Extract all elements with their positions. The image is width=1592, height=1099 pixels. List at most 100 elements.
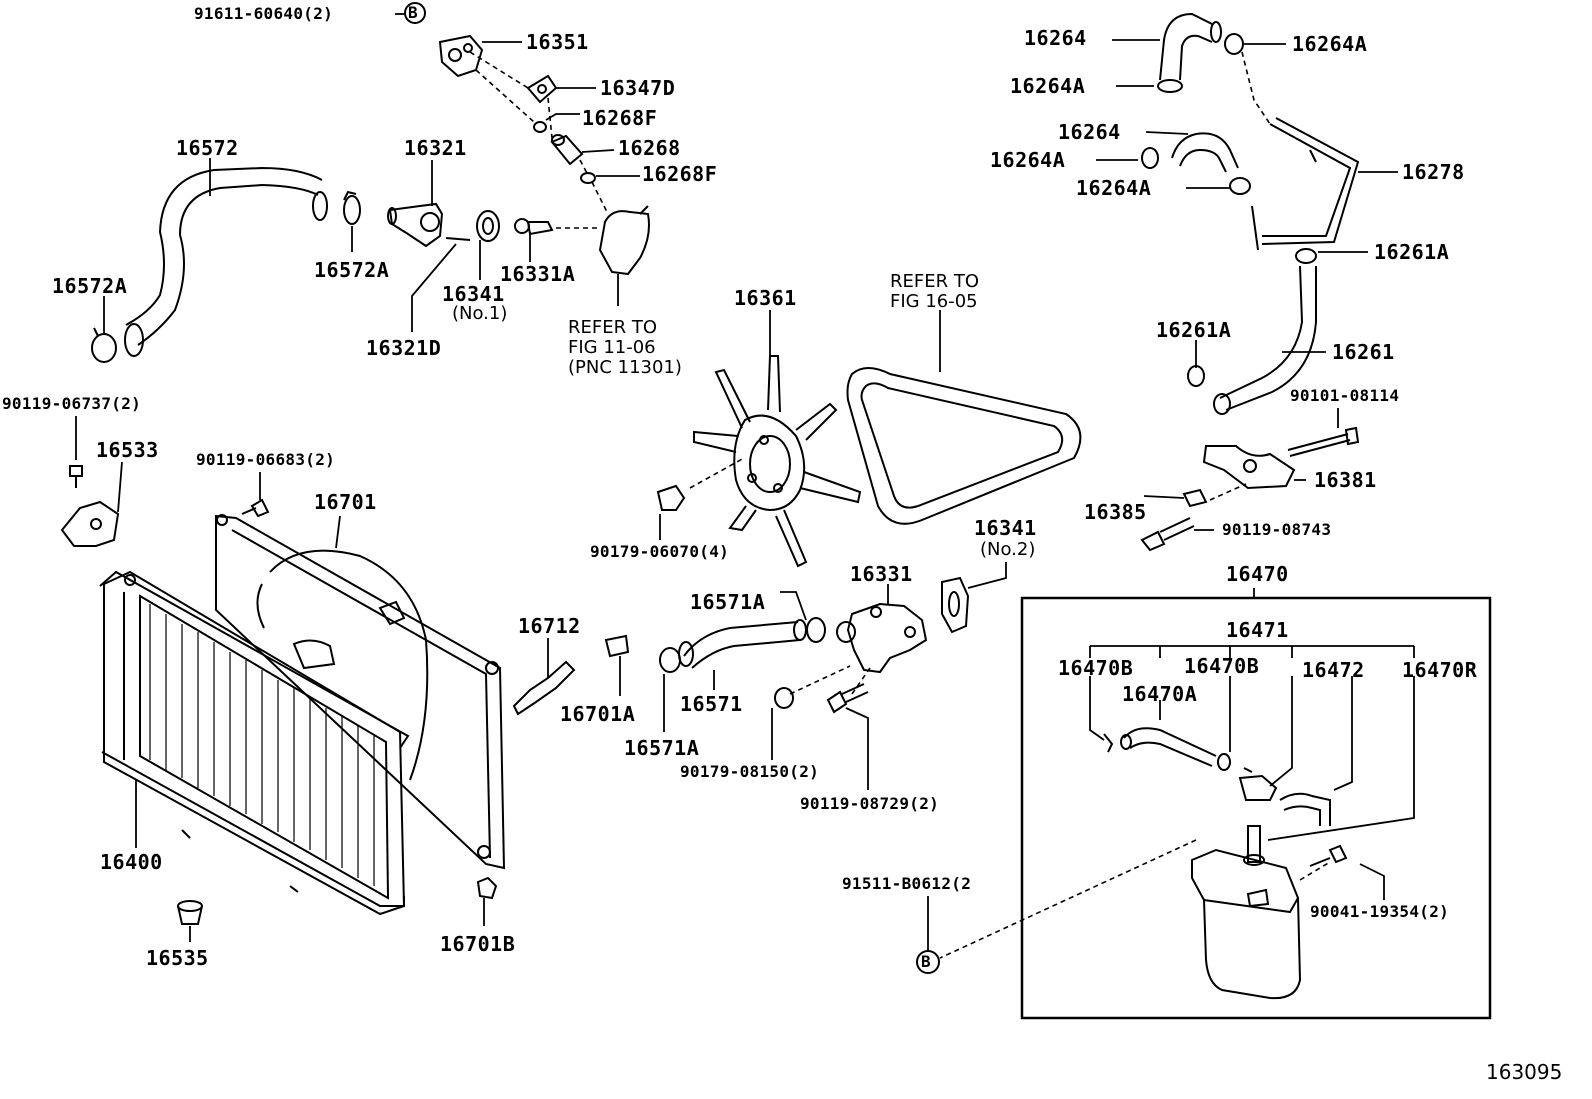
hose-16472 [1279, 792, 1331, 826]
reference-line: FIG 16-05 [890, 291, 978, 313]
label-91611-60640: 91611-60640(2) [194, 4, 334, 23]
clamp-16470B-left [1103, 733, 1114, 753]
reference-note-fig-16-05: REFER TO FIG 16-05 [890, 271, 979, 313]
stud-16385 [1182, 488, 1208, 508]
label-16470B-right: 16470B [1184, 654, 1260, 678]
bracket-16712 [512, 660, 576, 716]
reservoir-cap [1238, 767, 1278, 801]
bolt-90119-06683 [241, 498, 270, 518]
gasket-16341-no1 [476, 210, 500, 242]
label-90101-08114: 90101-08114 [1290, 386, 1400, 405]
label-16264A-top-left: 16264A [1010, 74, 1086, 98]
label-16341-no2: 16341 [974, 516, 1037, 540]
reference-line: REFER TO [890, 271, 979, 292]
label-16470B-left: 16470B [1058, 656, 1134, 680]
clamp-16470B-right [1217, 753, 1231, 771]
bolt-90101-08114 [1287, 426, 1360, 457]
bracket-16701A [604, 634, 630, 658]
label-16264A-top-right: 16264A [1292, 32, 1368, 56]
label-16264-middle: 16264 [1058, 120, 1121, 144]
label-16331: 16331 [850, 562, 913, 586]
label-90119-08729: 90119-08729(2) [800, 794, 940, 813]
label-16381: 16381 [1314, 468, 1377, 492]
label-16701B: 16701B [440, 932, 516, 956]
label-16471-subgroup: 16471 [1226, 618, 1289, 642]
hose-clamp-16572A-right [343, 190, 361, 225]
label-16261: 16261 [1332, 340, 1395, 364]
label-16470A: 16470A [1122, 682, 1198, 706]
label-16268F-lower: 16268F [642, 162, 718, 186]
label-16572A-left: 16572A [52, 274, 128, 298]
label-16400: 16400 [100, 850, 163, 874]
label-16278: 16278 [1402, 160, 1465, 184]
label-90179-06070: 90179-06070(4) [590, 542, 730, 561]
label-16341-no1: 16341 [442, 282, 505, 306]
reservoir-tank [1191, 825, 1302, 1000]
label-16261A-top: 16261A [1374, 240, 1450, 264]
clamp-16264A-top-right [1224, 33, 1244, 55]
label-16264A-middle-right: 16264A [1076, 176, 1152, 200]
marker-circle-bottom [916, 950, 940, 974]
label-16268: 16268 [618, 136, 681, 160]
label-16572: 16572 [176, 136, 239, 160]
label-90119-06683: 90119-06683(2) [196, 450, 336, 469]
o-ring-16268F-upper [533, 121, 547, 133]
clamp-16264A-middle-left [1141, 147, 1159, 169]
label-90179-08150: 90179-08150(2) [680, 762, 820, 781]
label-16472: 16472 [1302, 658, 1365, 682]
water-bypass-pipe-16278 [1251, 117, 1360, 251]
hose-16571 [678, 619, 807, 669]
reservoir-group-box [1020, 596, 1492, 1020]
water-outlet-housing-16351 [438, 34, 484, 78]
label-16261A-lower: 16261A [1156, 318, 1232, 342]
hose-16470A [1120, 727, 1217, 767]
label-no1: (No.1) [452, 303, 508, 324]
label-16572A-right: 16572A [314, 258, 390, 282]
drain-cock-plug-16535 [177, 900, 203, 925]
hose-16264-top [1159, 12, 1222, 81]
water-inlet-16321 [387, 202, 444, 248]
marker-circle-top [404, 2, 426, 24]
v-belt [846, 367, 1082, 525]
label-90041-19354: 90041-19354(2) [1310, 902, 1450, 921]
label-16470-group: 16470 [1226, 562, 1289, 586]
o-ring-16268F-lower [580, 172, 596, 184]
bolt-90119-06737 [69, 465, 83, 488]
reference-line: FIG 11-06 [568, 337, 656, 359]
label-16701A: 16701A [560, 702, 636, 726]
label-16535: 16535 [146, 946, 209, 970]
upper-radiator-hose-16572 [124, 166, 328, 357]
label-16321: 16321 [404, 136, 467, 160]
label-16351: 16351 [526, 30, 589, 54]
bracket-16533 [60, 500, 120, 547]
union-16268 [550, 134, 584, 166]
label-16571A-top: 16571A [690, 590, 766, 614]
label-16701: 16701 [314, 490, 377, 514]
clamp-16264A-top-left [1157, 79, 1183, 93]
label-16321D: 16321D [366, 336, 442, 360]
clamp-16261A-lower [1187, 365, 1205, 387]
nut-90179-08150 [774, 687, 794, 709]
water-inlet-housing [598, 205, 650, 276]
label-16571: 16571 [680, 692, 743, 716]
reference-line: REFER TO [568, 317, 657, 338]
label-91511-B0612: 91511-B0612(2 [842, 874, 972, 893]
label-16533: 16533 [96, 438, 159, 462]
hose-16264-middle [1171, 132, 1239, 173]
cushion-16701B [476, 876, 498, 900]
bracket-16381 [1202, 445, 1296, 490]
fluid-coupling-fan-16361 [693, 355, 862, 568]
clamp-16261A-top [1295, 248, 1317, 264]
label-16268F-upper: 16268F [582, 106, 658, 130]
clamp-16264A-middle-right [1229, 177, 1251, 195]
fan-nut-90179-06070 [656, 484, 686, 511]
stud-16321D [445, 237, 471, 241]
label-16331A: 16331A [500, 262, 576, 286]
bolt-90119-08743 [1140, 517, 1195, 552]
label-90119-06737: 90119-06737(2) [2, 394, 142, 413]
label-16712: 16712 [518, 614, 581, 638]
marker-letter-top: B [408, 3, 418, 22]
label-90119-08743: 90119-08743 [1222, 520, 1332, 539]
